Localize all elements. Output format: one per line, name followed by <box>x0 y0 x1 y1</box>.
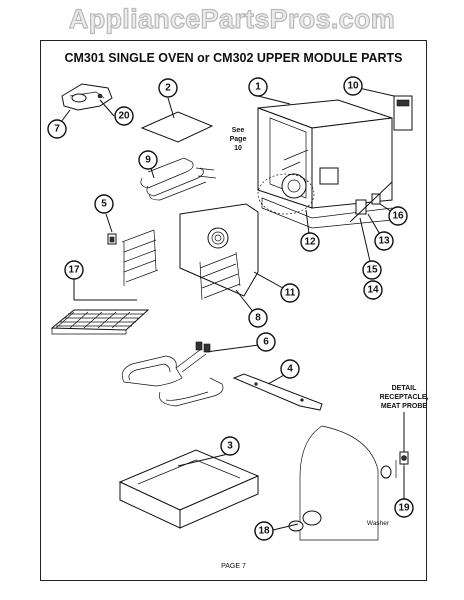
svg-text:3: 3 <box>227 441 233 452</box>
svg-text:16: 16 <box>392 211 404 222</box>
callout-6: 6 <box>256 332 276 352</box>
svg-text:Page: Page <box>230 136 247 143</box>
diagram-title: CM301 SINGLE OVEN or CM302 UPPER MODULE … <box>64 51 403 65</box>
part-plate <box>140 111 214 143</box>
callout-8: 8 <box>248 308 268 328</box>
svg-text:20: 20 <box>118 111 130 122</box>
page-footer: PAGE 7 <box>221 563 246 570</box>
callout-11: 11 <box>280 283 300 303</box>
part-panel <box>393 95 413 131</box>
callout-2: 2 <box>158 78 178 98</box>
callout-1: 1 <box>248 77 268 97</box>
callout-3: 3 <box>220 436 240 456</box>
svg-text:10: 10 <box>347 81 359 92</box>
site-watermark: AppliancePartsPros.com <box>68 3 396 34</box>
part-bottom-tray <box>118 449 260 529</box>
callout-20: 20 <box>114 106 134 126</box>
svg-text:MEAT PROBE: MEAT PROBE <box>381 403 427 410</box>
svg-text:19: 19 <box>398 503 410 514</box>
svg-text:1: 1 <box>255 82 261 93</box>
callout-18: 18 <box>254 521 274 541</box>
part-broil-element-upper <box>140 157 217 201</box>
svg-text:RECEPTACLE,: RECEPTACLE, <box>380 394 429 401</box>
svg-text:4: 4 <box>287 364 293 375</box>
part-rack-supports <box>121 203 259 301</box>
diagram-frame <box>40 40 427 581</box>
svg-text:14: 14 <box>367 285 379 296</box>
callout-16: 16 <box>388 206 408 226</box>
svg-text:15: 15 <box>366 265 378 276</box>
svg-text:7: 7 <box>54 124 60 135</box>
see-page-note: See Page 10 <box>230 127 247 152</box>
callout-14: 14 <box>363 280 383 300</box>
callout-19: 19 <box>394 498 414 518</box>
callout-7: 7 <box>47 119 67 139</box>
part-small-bracket <box>107 233 117 245</box>
callout-12: 12 <box>300 232 320 252</box>
callout-4: 4 <box>280 359 300 379</box>
svg-text:18: 18 <box>258 526 270 537</box>
part-strip <box>232 373 323 411</box>
callout-17: 17 <box>64 260 84 280</box>
washer-label: Washer <box>367 520 390 527</box>
svg-text:See: See <box>232 127 245 134</box>
callout-13: 13 <box>374 231 394 251</box>
part-oven-cavity <box>257 99 393 229</box>
svg-text:17: 17 <box>68 265 80 276</box>
callout-10: 10 <box>343 76 363 96</box>
callout-5: 5 <box>94 194 114 214</box>
svg-text:DETAIL: DETAIL <box>392 385 417 392</box>
part-side-panel-detail <box>288 425 409 541</box>
svg-text:12: 12 <box>304 237 316 248</box>
svg-text:10: 10 <box>234 145 242 152</box>
svg-text:2: 2 <box>165 83 171 94</box>
svg-text:13: 13 <box>378 236 390 247</box>
callout-15: 15 <box>362 260 382 280</box>
svg-text:9: 9 <box>145 155 151 166</box>
callout-9: 9 <box>138 150 158 170</box>
svg-text:6: 6 <box>263 337 269 348</box>
part-oven-rack <box>50 309 150 335</box>
svg-text:8: 8 <box>255 313 261 324</box>
detail-circle <box>257 173 315 215</box>
svg-text:5: 5 <box>101 199 107 210</box>
svg-text:11: 11 <box>285 288 296 299</box>
part-bracket-top-left <box>61 83 113 111</box>
detail-note: DETAIL RECEPTACLE, MEAT PROBE <box>380 385 429 410</box>
